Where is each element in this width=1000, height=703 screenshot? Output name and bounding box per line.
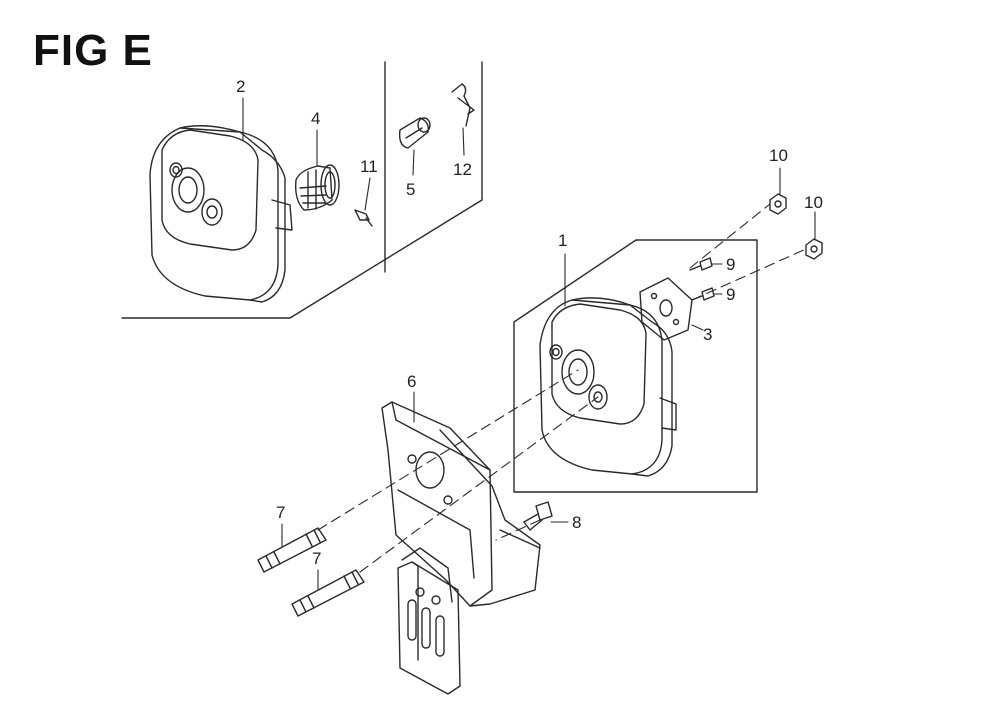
part-11-screw — [354, 209, 373, 227]
callout-12: 12 — [453, 160, 472, 179]
inset-frame — [121, 61, 483, 319]
callout-10-left: 10 — [769, 146, 788, 165]
callout-5: 5 — [406, 180, 416, 199]
part-3-gasket — [639, 277, 693, 341]
assembly-lines — [317, 203, 807, 573]
callout-7-upper: 7 — [276, 503, 286, 522]
leader-lines — [242, 97, 816, 591]
callout-8: 8 — [572, 513, 582, 532]
part-4-spark-arrester — [294, 164, 340, 211]
part-1-muffler — [539, 297, 677, 477]
callout-9-upper: 9 — [726, 255, 736, 274]
part-10-nuts — [769, 193, 823, 260]
part-7-studs — [257, 527, 365, 617]
part-12-clip — [451, 83, 475, 127]
callout-6: 6 — [407, 372, 417, 391]
part-2-muffler-inset — [149, 125, 293, 303]
callout-10-right: 10 — [804, 193, 823, 212]
callout-1: 1 — [558, 231, 568, 250]
heat-shield-plate — [397, 561, 461, 695]
callout-4: 4 — [311, 109, 321, 128]
part-5-pin — [398, 117, 431, 149]
part-8-bolt — [523, 501, 553, 531]
figure-title: FIG E — [33, 26, 153, 75]
part-9-screws — [689, 257, 715, 301]
callout-9-lower: 9 — [726, 285, 736, 304]
callout-11: 11 — [360, 157, 378, 176]
part-6-bracket — [381, 401, 541, 607]
part-1-frame — [513, 239, 758, 493]
callout-3: 3 — [703, 325, 713, 344]
callout-2: 2 — [236, 77, 246, 96]
callout-7-lower: 7 — [312, 549, 322, 568]
